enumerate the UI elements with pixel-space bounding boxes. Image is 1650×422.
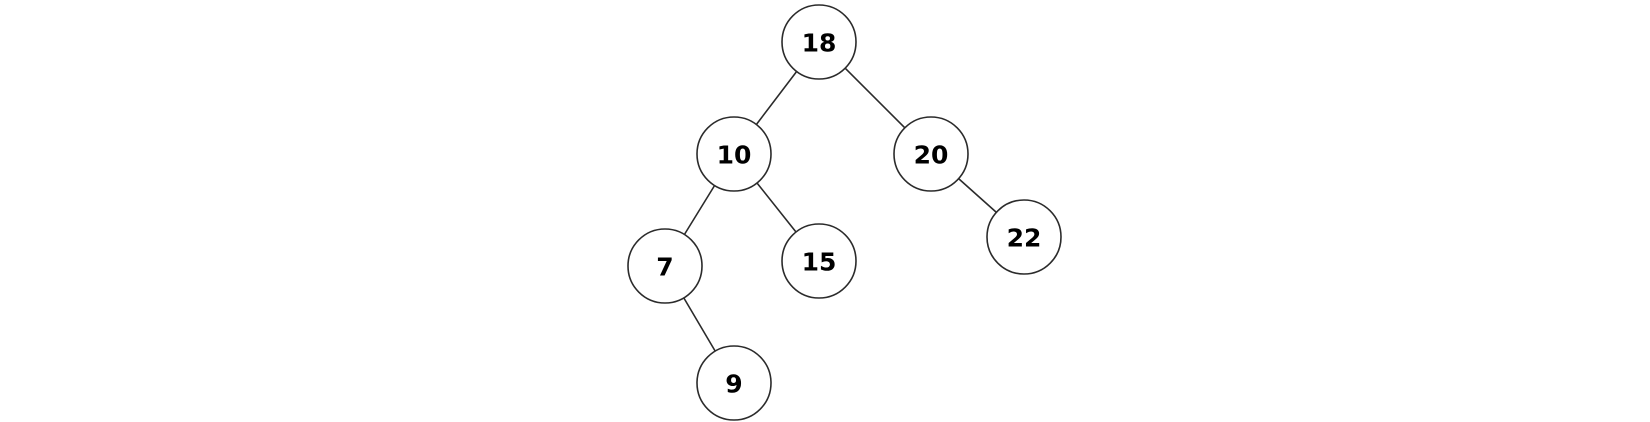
tree-node-15[interactable]: 15 [781,223,857,299]
node-layer: 18 10 20 7 15 22 9 [627,4,1062,421]
tree-node-10[interactable]: 10 [696,116,772,192]
node-label-9: 9 [725,370,742,399]
node-circle-7[interactable] [627,228,703,304]
edge-layer [682,67,998,352]
tree-node-20[interactable]: 20 [893,116,969,192]
node-label-7: 7 [656,253,673,282]
node-circle-10[interactable] [696,116,772,192]
node-circle-18[interactable] [781,4,857,80]
tree-node-7[interactable]: 7 [627,228,703,304]
node-circle-9[interactable] [696,345,772,421]
node-circle-20[interactable] [893,116,969,192]
tree-edge-7-9 [682,297,717,352]
node-label-18: 18 [802,29,837,58]
tree-edge-20-22 [957,177,998,214]
node-circle-22[interactable] [986,199,1062,275]
node-label-20: 20 [914,141,949,170]
tree-edge-18-10 [755,70,798,126]
node-circle-15[interactable] [781,223,857,299]
node-label-10: 10 [717,141,752,170]
tree-node-9[interactable]: 9 [696,345,772,421]
tree-edge-18-20 [844,67,906,129]
tree-edge-10-7 [683,184,716,236]
tree-node-18[interactable]: 18 [781,4,857,80]
node-label-22: 22 [1007,224,1042,253]
node-label-15: 15 [802,248,837,277]
tree-node-22[interactable]: 22 [986,199,1062,275]
tree-edge-10-15 [756,182,797,233]
